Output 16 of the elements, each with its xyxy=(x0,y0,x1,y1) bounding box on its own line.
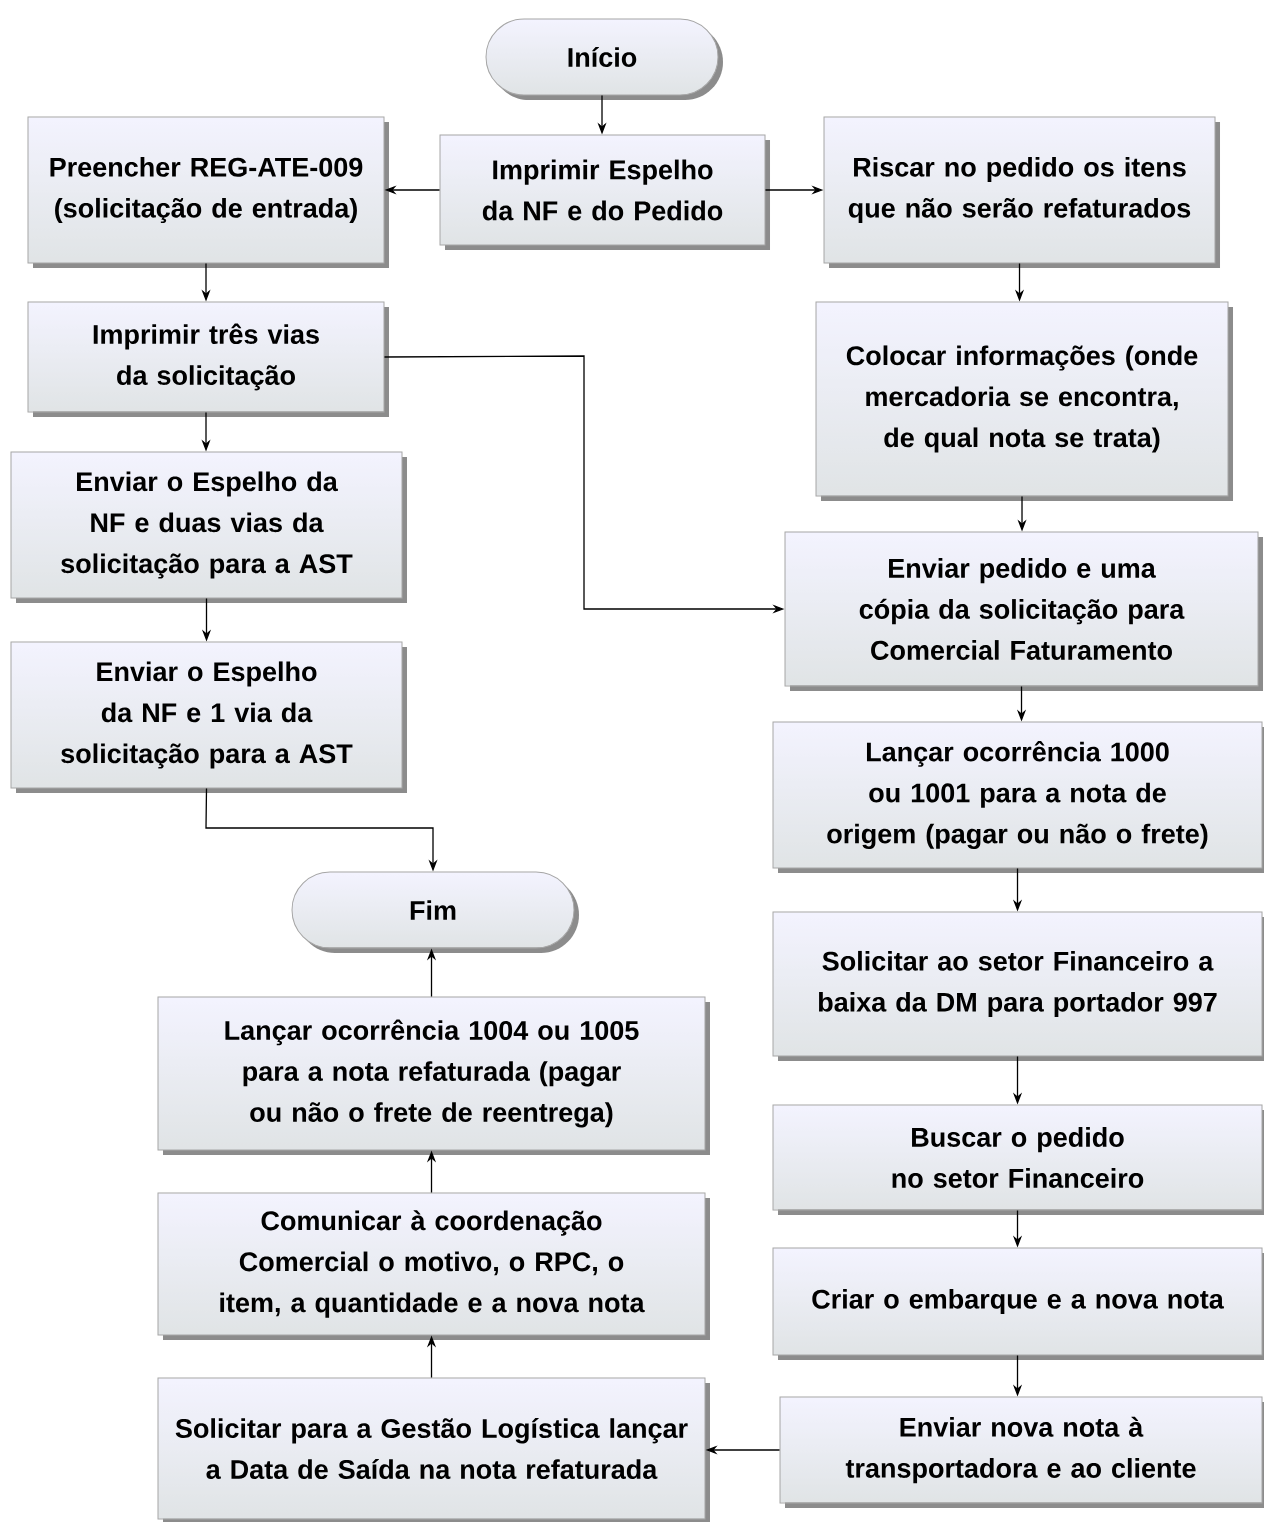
process-box: Colocar informações (onde mercadoria se encontra, de qual nota se trata) xyxy=(815,301,1233,501)
process-box: Imprimir Espelho da NF e do Pedido xyxy=(439,134,770,250)
process-box: Solicitar ao setor Financeiro a baixa da DM para portador 997 xyxy=(772,911,1264,1061)
process-box: Lançar ocorrência 1000 ou 1001 para a nota de origem (pagar ou não o frete) xyxy=(772,721,1264,873)
process-box: Solicitar para a Gestão Logística lançar a Data de Saída na nota refaturada xyxy=(157,1377,710,1522)
process-box: Enviar nova nota à transportadora e ao cliente xyxy=(779,1396,1264,1508)
process-box: Imprimir três vias da solicitação xyxy=(27,301,389,417)
process-box: Enviar pedido e uma cópia da solicitação para Comercial Faturamento xyxy=(784,531,1263,691)
process-box: Buscar o pedido no setor Financeiro xyxy=(772,1104,1264,1215)
process-box: Enviar o Espelho da NF e duas vias da solicitação para a AST xyxy=(10,451,407,603)
process-box: Riscar no pedido os itens que não serão refaturados xyxy=(823,116,1220,268)
process-box: Comunicar à coordenação Comercial o motivo, o RPC, o item, a quantidade e a nova nota xyxy=(157,1192,710,1340)
process-box: Lançar ocorrência 1004 ou 1005 para a nota refaturada (pagar ou não o frete de reentrega) xyxy=(157,996,710,1155)
process-box: Preencher REG-ATE-009 (solicitação de entrada) xyxy=(27,116,389,268)
process-box: Enviar o Espelho da NF e 1 via da solicitação para a AST xyxy=(10,641,407,793)
process-box: Criar o embarque e a nova nota xyxy=(772,1247,1264,1360)
